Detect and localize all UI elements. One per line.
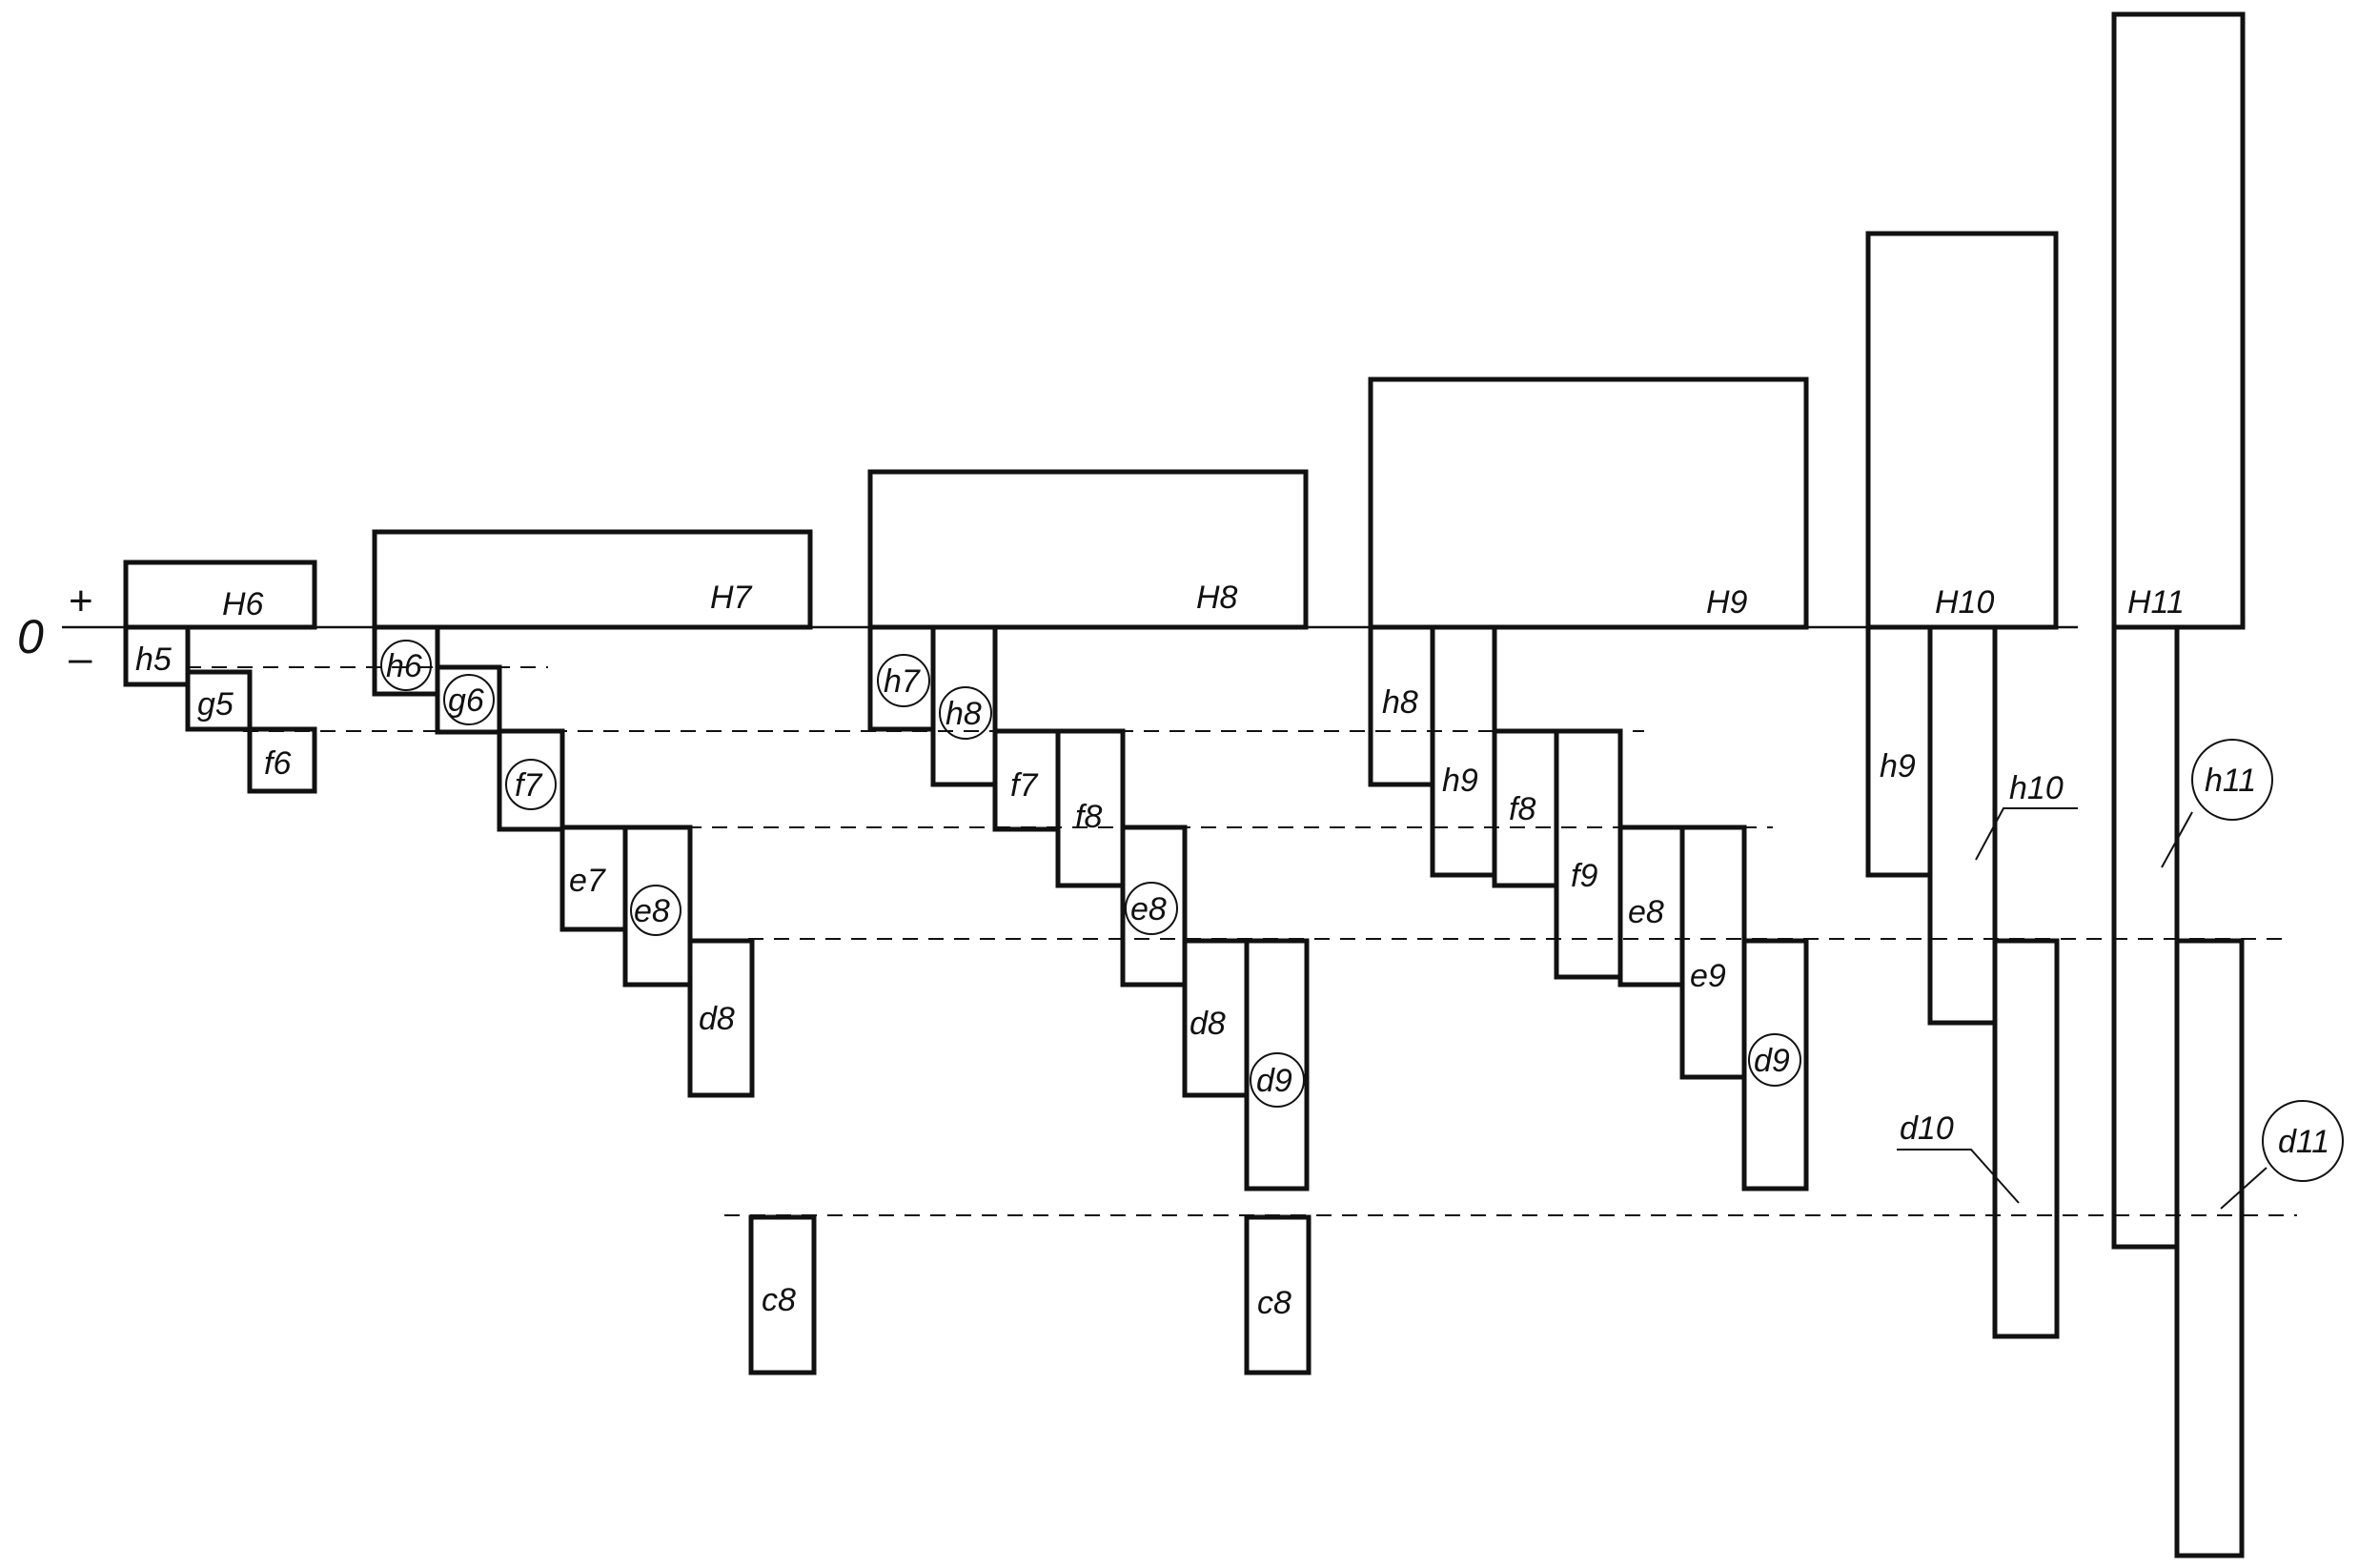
- shaft-label-e7: e7: [569, 863, 606, 899]
- shaft-label-h8: h8: [1382, 684, 1418, 721]
- fit-group-h6: H6 h5 g5 f6: [123, 560, 317, 794]
- hole-label-h10: H10: [1935, 584, 1994, 621]
- fit-group-h11: H11 h11 d11: [2111, 11, 2344, 1558]
- shaft-zone-g6: [435, 664, 502, 735]
- shaft-zone-h9: [1430, 624, 1497, 878]
- shaft-label-g5: g5: [197, 686, 234, 723]
- shaft-label-d8: d8: [1190, 1006, 1226, 1042]
- shaft-zone-d8: [687, 938, 755, 1098]
- minus-sign: –: [69, 635, 92, 682]
- preferred-ring: [505, 759, 557, 810]
- shaft-label-c8: c8: [1257, 1285, 1291, 1321]
- shaft-label-h6: h6: [386, 648, 422, 684]
- shaft-zone-d9: [1244, 938, 1310, 1191]
- hole-zone-h10: [1865, 231, 2059, 630]
- fit-group-h10: H10 h9 h10 d10: [1865, 231, 2078, 1339]
- fit-group-h8: H8 h7 h8 f7 f8 e8 d8 d9 c8: [867, 469, 1312, 1375]
- preferred-ring: [877, 654, 930, 707]
- shaft-label-h11: h11: [2205, 763, 2256, 799]
- preferred-ring: [939, 686, 992, 740]
- plus-sign: +: [69, 578, 93, 624]
- leader-line: [1975, 807, 2078, 861]
- zero-label: 0: [17, 610, 44, 663]
- shaft-zone-f7: [497, 728, 565, 832]
- shaft-label-f6: f6: [264, 745, 291, 782]
- shaft-label-h8: h8: [946, 696, 982, 732]
- shaft-zone-d9: [1741, 938, 1809, 1191]
- shaft-label-e8: e8: [634, 893, 670, 929]
- shaft-label-f9: f9: [1571, 858, 1597, 894]
- shaft-label-h7: h7: [884, 663, 921, 700]
- shaft-zone-e9: [1679, 825, 1747, 1080]
- shaft-zone-f6: [247, 726, 317, 794]
- hole-label-h7: H7: [710, 580, 753, 616]
- shaft-zone-e8: [1120, 825, 1188, 988]
- preferred-ring: [2262, 1100, 2344, 1182]
- hole-label-h11: H11: [2127, 584, 2185, 621]
- shaft-label-h9: h9: [1880, 748, 1916, 784]
- shaft-zone-h11: [2111, 624, 2180, 1250]
- shaft-label-d9: d9: [1256, 1063, 1292, 1099]
- leader-line: [2220, 1167, 2267, 1210]
- shaft-zone-e8: [622, 825, 693, 988]
- preferred-ring: [443, 674, 495, 725]
- shaft-label-d8: d8: [699, 1001, 735, 1037]
- hole-zone-h7: [372, 529, 813, 630]
- hole-zone-h8: [867, 469, 1309, 630]
- leader-line: [2161, 811, 2193, 868]
- hole-zone-h6: [123, 560, 317, 630]
- shaft-zone-h8: [930, 624, 998, 787]
- fit-group-h9: H9 h8 h9 f8 f9 e8 e9 d9: [1368, 377, 1809, 1191]
- shaft-label-e8: e8: [1130, 891, 1167, 927]
- preferred-ring: [1748, 1033, 1801, 1087]
- shaft-label-e9: e9: [1690, 958, 1726, 994]
- shaft-zone-d11: [2174, 938, 2245, 1558]
- shaft-label-f7: f7: [515, 767, 542, 804]
- preferred-ring: [1125, 882, 1178, 935]
- shaft-zone-f9: [1554, 728, 1623, 980]
- leader-line: [1897, 1149, 2020, 1204]
- preferred-ring: [2191, 739, 2273, 821]
- shaft-zone-h6: [372, 624, 440, 697]
- shaft-label-f8: f8: [1075, 799, 1102, 835]
- shaft-label-f7: f7: [1010, 767, 1038, 804]
- shaft-label-d9: d9: [1754, 1043, 1790, 1079]
- hole-label-h8: H8: [1196, 580, 1238, 616]
- shaft-label-h9: h9: [1442, 763, 1478, 799]
- shaft-label-d10: d10: [1900, 1110, 1954, 1147]
- preferred-ring: [380, 640, 432, 691]
- shaft-label-h10: h10: [2009, 770, 2064, 806]
- shaft-zone-g5: [185, 669, 253, 732]
- preferred-ring: [1250, 1052, 1305, 1108]
- shaft-zone-d10: [1992, 938, 2060, 1339]
- shaft-label-e8: e8: [1628, 894, 1664, 930]
- hole-zone-h11: [2111, 11, 2246, 630]
- shaft-label-h5: h5: [135, 641, 172, 678]
- shaft-zone-c8: [1244, 1214, 1312, 1375]
- hole-label-h6: H6: [222, 586, 264, 622]
- hole-zone-h9: [1368, 377, 1809, 630]
- shaft-zone-f8: [1055, 728, 1126, 888]
- shaft-label-g6: g6: [448, 682, 484, 719]
- shaft-label-c8: c8: [762, 1282, 796, 1318]
- shaft-label-f8: f8: [1509, 791, 1535, 827]
- preferred-ring: [630, 885, 681, 936]
- fit-group-h7: H7 h6 g6 f7 e7 e8 d8 c8: [372, 529, 817, 1375]
- shaft-zone-c8: [748, 1214, 817, 1375]
- shaft-zone-h5: [123, 624, 191, 687]
- hole-label-h9: H9: [1706, 584, 1748, 621]
- shaft-label-d11: d11: [2278, 1124, 2329, 1160]
- shaft-zone-h10: [1927, 624, 1998, 1026]
